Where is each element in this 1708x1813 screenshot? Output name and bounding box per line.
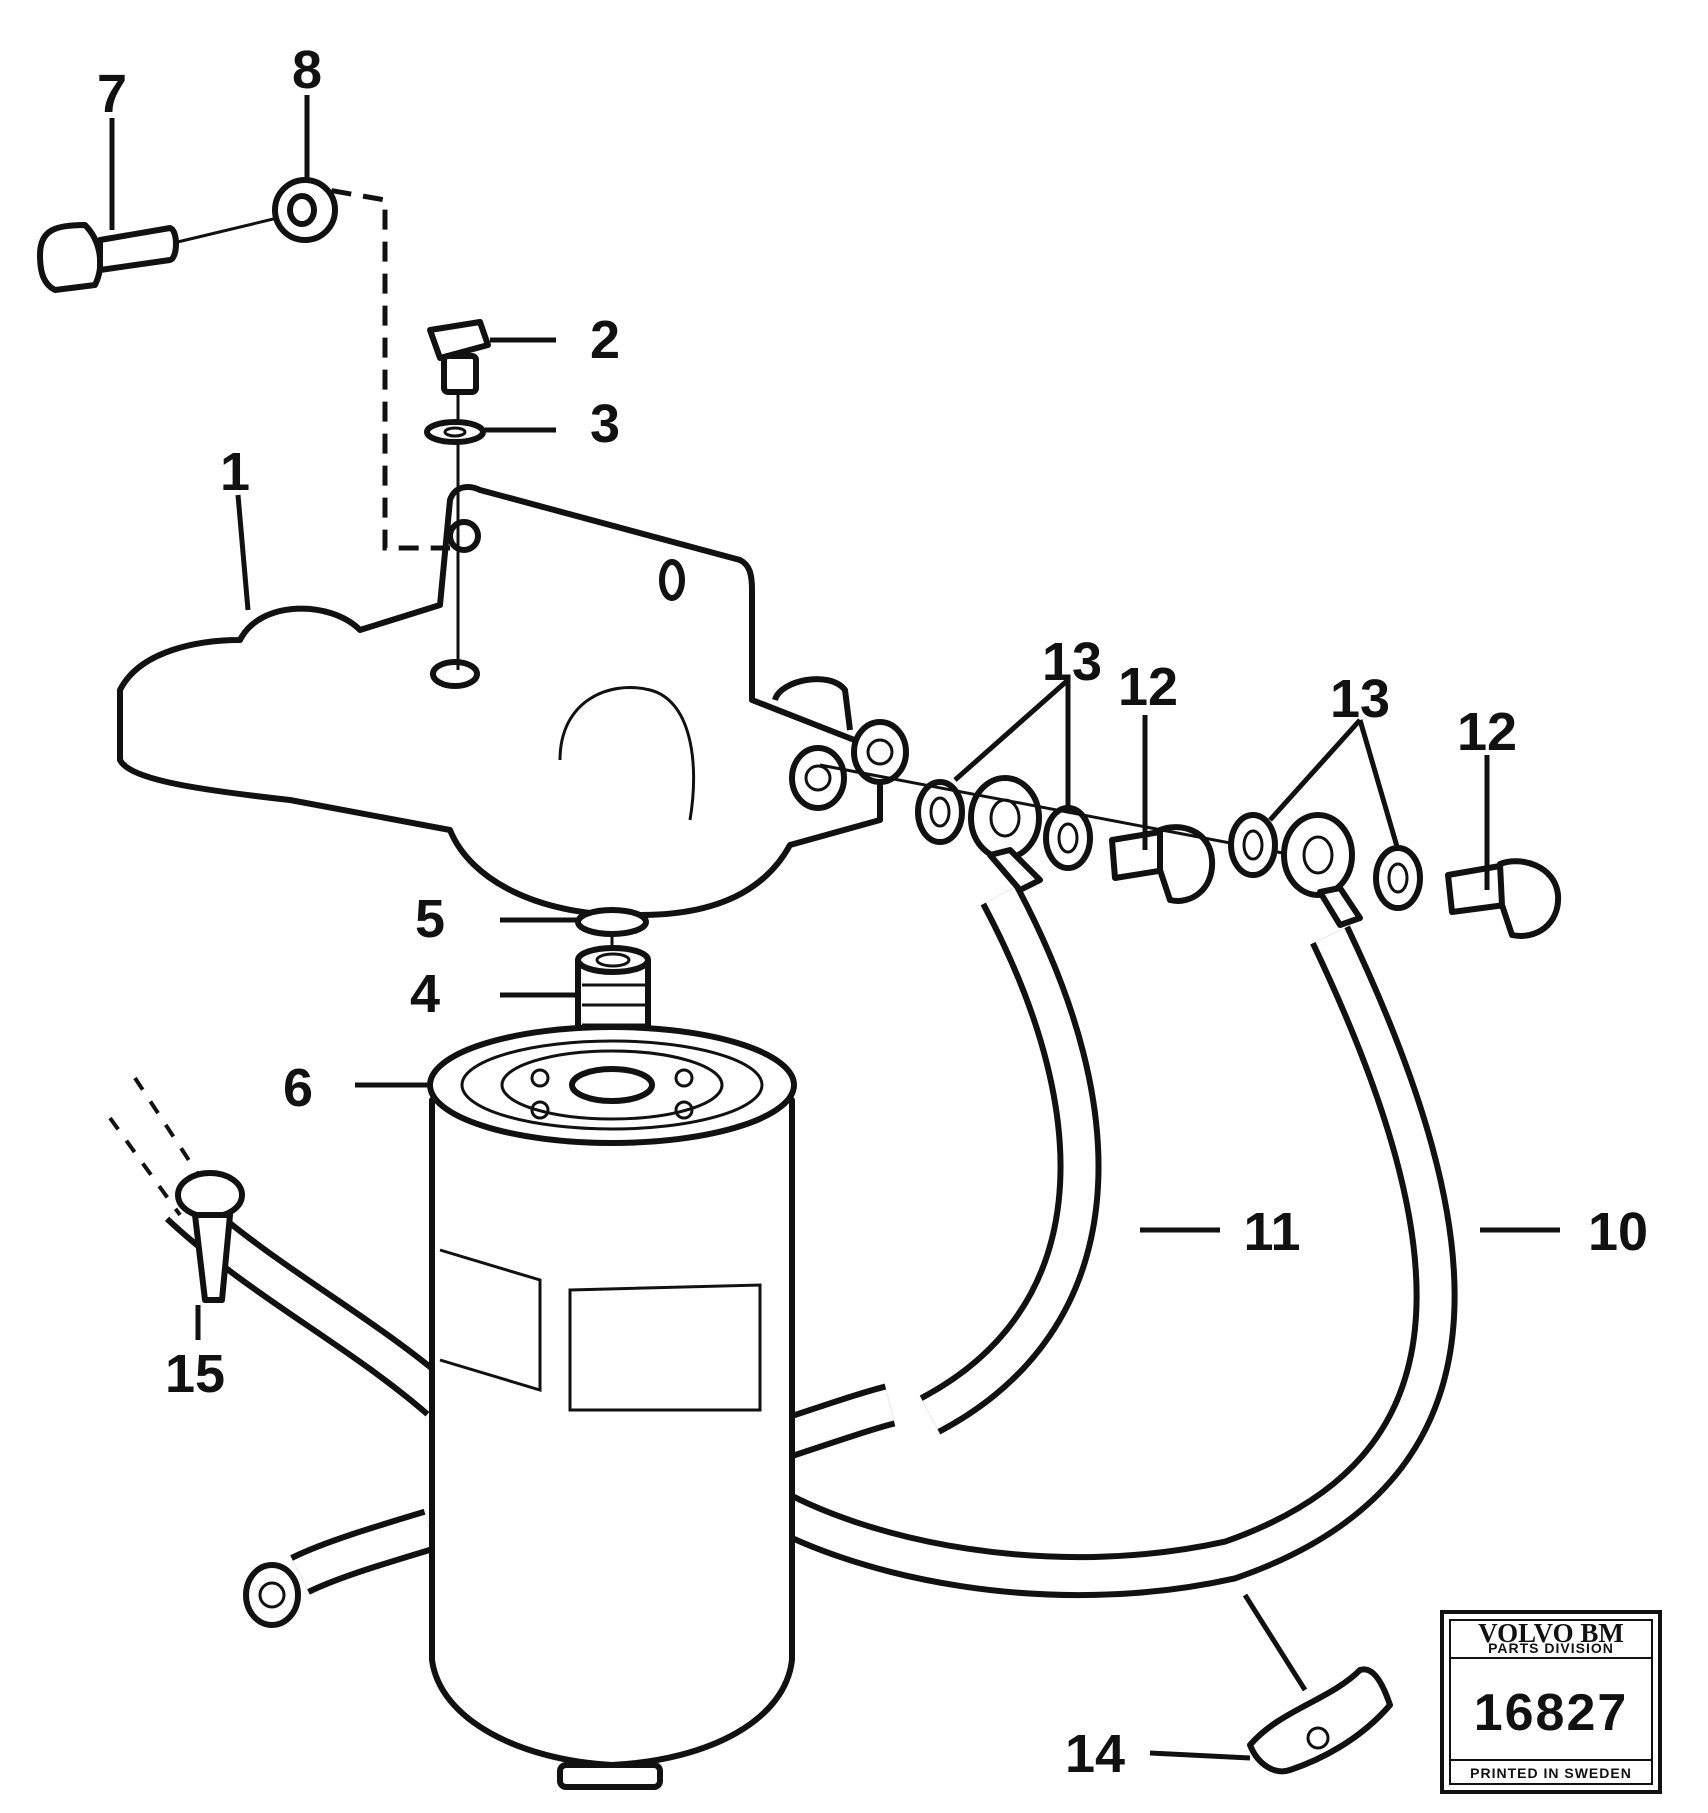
assembly-phantom-line xyxy=(299,182,450,551)
banjo-bolt-12a xyxy=(1109,824,1216,904)
stamp-number: 16827 xyxy=(1474,1684,1629,1742)
washer-13b-left xyxy=(1228,812,1278,878)
stamp-printed: PRINTED IN SWEDEN xyxy=(1470,1765,1632,1781)
callout-2: 2 xyxy=(590,310,620,370)
leader-1 xyxy=(235,494,251,611)
bolt-7 xyxy=(37,222,179,293)
washer-8 xyxy=(272,177,338,243)
callout-15: 15 xyxy=(165,1344,225,1404)
callout-13a: 13 xyxy=(1042,632,1102,692)
callout-13b: 13 xyxy=(1330,669,1390,729)
banjo-bolt-12b xyxy=(1445,858,1562,939)
parts-division-stamp: VOLVO BM PARTS DIVISION 16827 PRINTED IN… xyxy=(1440,1610,1662,1794)
hose-clamp-15 xyxy=(175,1170,245,1303)
washer-3 xyxy=(424,419,486,445)
callout-6: 6 xyxy=(283,1058,313,1118)
callout-14: 14 xyxy=(1065,1724,1125,1784)
o-ring-5 xyxy=(575,907,649,937)
leader-13a xyxy=(953,678,1071,810)
leader-14-bracket xyxy=(1242,1593,1308,1692)
oil-filter-6 xyxy=(427,1024,797,1790)
leader-14 xyxy=(1149,1750,1251,1761)
filter-housing-1 xyxy=(117,484,909,919)
callout-12a: 12 xyxy=(1118,657,1178,717)
hose-11 xyxy=(919,884,1102,1435)
hose-10 xyxy=(748,925,1458,1599)
washer-13a-right xyxy=(1043,805,1093,871)
callout-5: 5 xyxy=(415,889,445,949)
banjo-fitting-10 xyxy=(1281,812,1363,928)
stamp-frame xyxy=(1440,1610,1662,1794)
stamp-brand: VOLVO BM xyxy=(1478,1618,1624,1648)
callout-4: 4 xyxy=(410,964,440,1024)
hose-phantom-line-2 xyxy=(108,1116,182,1217)
stamp-inner-frame xyxy=(1449,1619,1653,1785)
callout-1: 1 xyxy=(220,442,250,502)
bolt-axis-line xyxy=(164,213,291,247)
callout-8: 8 xyxy=(292,40,322,100)
callout-11: 11 xyxy=(1243,1202,1300,1262)
bracket-14 xyxy=(1247,1666,1393,1775)
washer-13a-left xyxy=(915,779,965,845)
callout-3: 3 xyxy=(590,394,620,454)
washer-13b-right xyxy=(1373,845,1423,911)
callout-12b: 12 xyxy=(1457,702,1517,762)
callout-7: 7 xyxy=(97,64,127,124)
stamp-division: PARTS DIVISION xyxy=(1488,1640,1614,1656)
leader-13b xyxy=(1268,718,1401,851)
plug-2 xyxy=(427,319,491,395)
banjo-end-left xyxy=(243,1562,301,1628)
callout-10: 10 xyxy=(1588,1202,1648,1262)
